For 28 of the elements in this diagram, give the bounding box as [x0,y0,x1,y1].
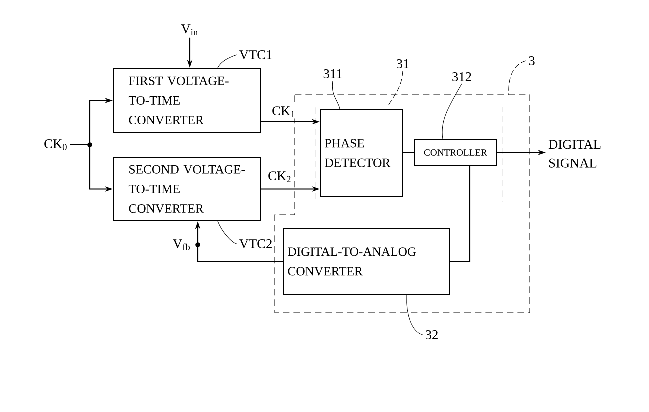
leader-line [218,221,238,244]
reference-numeral: 32 [426,330,438,340]
leader-line [442,84,462,140]
block-box: SECOND VOLTAGE-TO-TIME CONVERTER [113,157,262,222]
dashed-outline [315,107,503,203]
reference-numeral: 312 [452,72,472,82]
leader-line [332,80,340,110]
output-label: DIGITAL SIGNAL [548,140,601,168]
leader-line [508,60,526,96]
edge-label: V$_{fb}$ [172,238,192,252]
leader-line [388,70,404,108]
reference-numeral: 3 [529,56,535,66]
reference-numeral: VTC2 [239,240,272,249]
signal-label: V$_{in}$ [181,24,198,36]
edge-label: CK$_{2}$ [266,170,294,184]
connector-line [403,152,414,154]
edge-label: CK$_{1}$ [270,105,298,119]
block-box: FIRST VOLTAGE-TO-TIME CONVERTER [113,68,262,134]
reference-numeral: VTC1 [239,50,272,60]
block-box: CONTROLLER [414,139,498,166]
reference-numeral: 311 [324,70,342,78]
reference-numeral: 31 [396,60,409,68]
connector-line [450,166,471,262]
leader-line [218,54,238,68]
block-box: DIGITAL-TO-ANALOG CONVERTER [283,228,450,296]
signal-label: CK$_{0}$ [44,140,67,150]
block-box: PHASE DETECTOR [320,109,404,198]
leader-line [406,295,424,336]
